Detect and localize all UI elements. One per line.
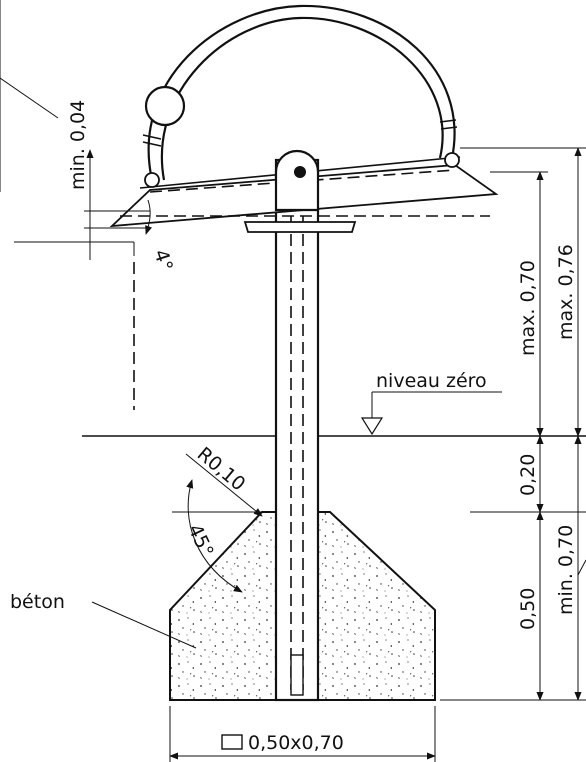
clearance-outline — [14, 227, 150, 410]
right-dimensions — [440, 147, 586, 701]
label-min-070: min. 0,70 — [555, 525, 577, 615]
beton-leader — [91, 601, 197, 649]
label-max-070: max. 0,70 — [517, 260, 539, 356]
niveau-zero-marker — [360, 391, 502, 436]
radius-angle-annotations — [172, 453, 263, 593]
post — [274, 158, 320, 702]
top-left-leader — [0, 0, 59, 192]
angle-4-arc — [145, 199, 152, 235]
pivot-bolt — [294, 166, 306, 178]
pivot-head — [274, 149, 320, 212]
label-angle-4: 4° — [149, 247, 177, 274]
label-min-004: min. 0,04 — [67, 100, 89, 190]
label-max-076: max. 0,76 — [555, 244, 577, 340]
label-angle-45: 45° — [183, 521, 217, 561]
base-dimension — [169, 706, 436, 762]
label-dim-020: 0,20 — [517, 454, 539, 496]
label-base: 0,50x0,70 — [248, 732, 344, 754]
label-radius: R0,10 — [193, 443, 250, 496]
seat-mount — [243, 221, 357, 233]
handle-arch — [142, 4, 460, 188]
label-niveau-zero: niveau zéro — [376, 370, 487, 392]
label-dim-050: 0,50 — [517, 588, 539, 630]
dim-min-004 — [84, 149, 150, 260]
label-beton: béton — [10, 591, 65, 613]
